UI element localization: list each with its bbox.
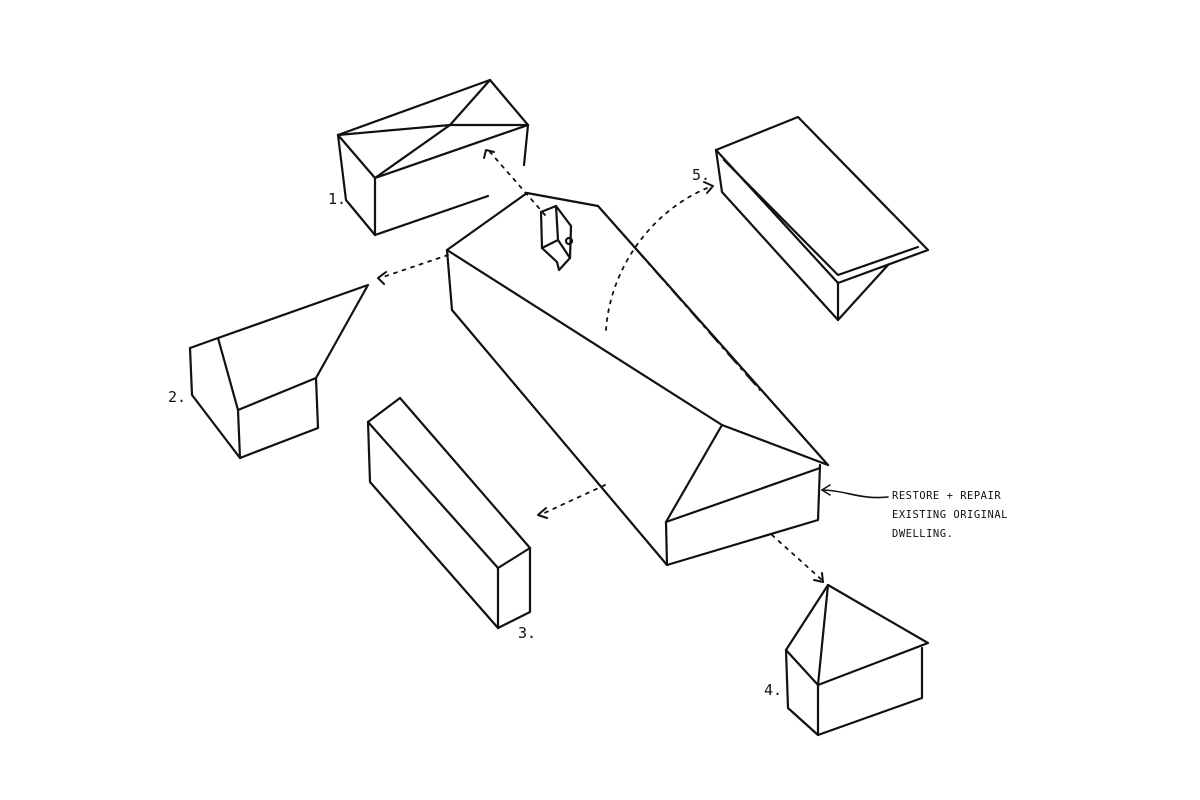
- block-3: [366, 396, 532, 630]
- label-block-2: 2.: [168, 388, 186, 406]
- annotation-line-3: DWELLING.: [892, 528, 953, 540]
- annotation-pointer: [821, 484, 889, 499]
- main-dwelling: [445, 191, 830, 567]
- block-2: [188, 283, 370, 460]
- annotation-line-2: EXISTING ORIGINAL: [892, 509, 1008, 521]
- label-block-4: 4.: [764, 681, 782, 699]
- annotation-line-1: RESTORE + REPAIR: [892, 490, 1001, 502]
- movement-arrows: [377, 149, 824, 583]
- label-block-5: 5.: [692, 166, 710, 184]
- block-5: [714, 115, 930, 322]
- label-block-1: 1.: [328, 190, 346, 208]
- chimney: [539, 204, 574, 272]
- block-4: [784, 583, 930, 737]
- block-1: [336, 78, 530, 237]
- label-block-3: 3.: [518, 624, 536, 642]
